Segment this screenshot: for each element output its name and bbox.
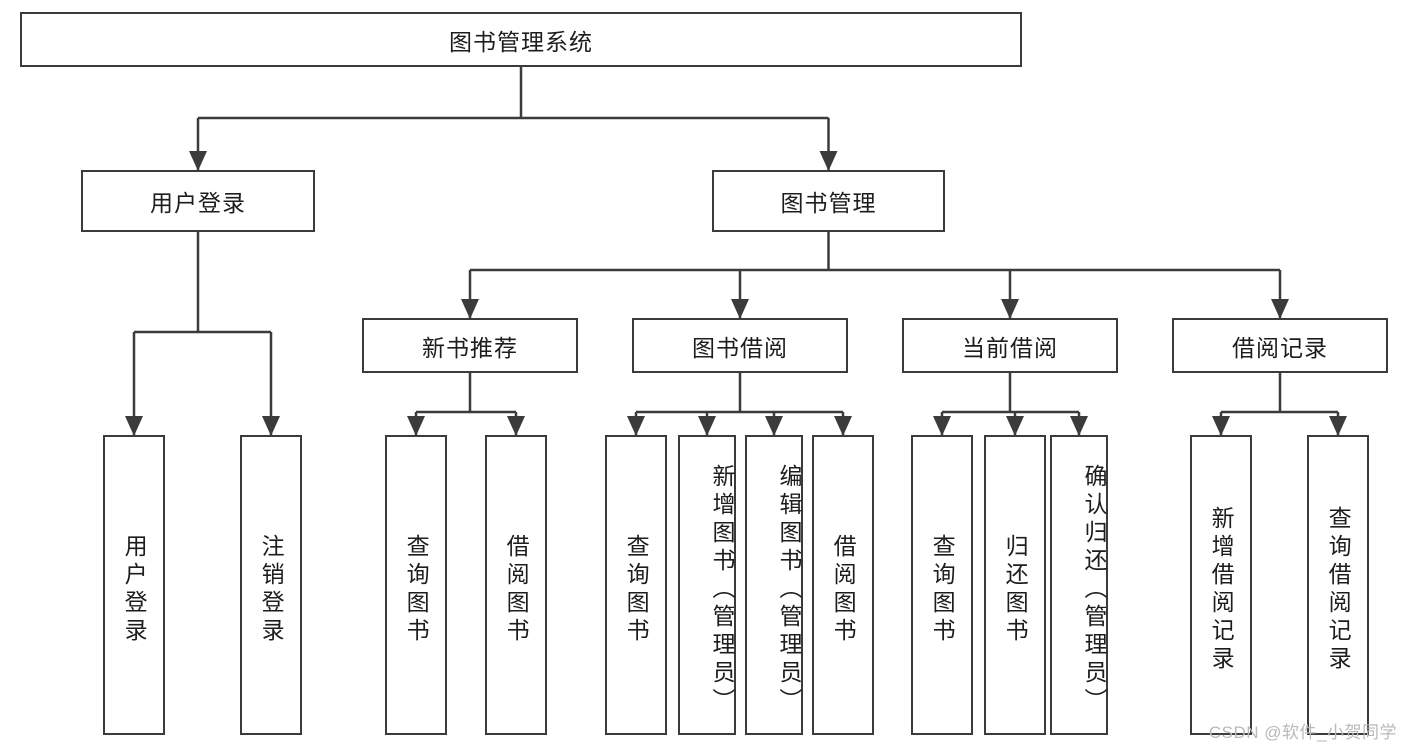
node-book-borrow[interactable]: 图书借阅 <box>632 318 848 373</box>
node-book-manage[interactable]: 图书管理 <box>712 170 945 232</box>
node-leaf-query-book-1[interactable]: 查询图书 <box>385 435 447 735</box>
node-borrow-record[interactable]: 借阅记录 <box>1172 318 1388 373</box>
node-leaf-query-book-3[interactable]: 查询图书 <box>911 435 973 735</box>
node-new-book-rec[interactable]: 新书推荐 <box>362 318 578 373</box>
node-leaf-logout[interactable]: 注销登录 <box>240 435 302 735</box>
node-leaf-add-book[interactable]: 新增图书（管理员） <box>678 435 736 735</box>
node-leaf-add-record[interactable]: 新增借阅记录 <box>1190 435 1252 735</box>
node-current-borrow[interactable]: 当前借阅 <box>902 318 1118 373</box>
node-leaf-confirm-return[interactable]: 确认归还（管理员） <box>1050 435 1108 735</box>
node-leaf-borrow-book-2[interactable]: 借阅图书 <box>812 435 874 735</box>
node-leaf-query-book-2[interactable]: 查询图书 <box>605 435 667 735</box>
node-leaf-edit-book[interactable]: 编辑图书（管理员） <box>745 435 803 735</box>
node-user-login[interactable]: 用户登录 <box>81 170 315 232</box>
node-leaf-return-book[interactable]: 归还图书 <box>984 435 1046 735</box>
node-leaf-user-login[interactable]: 用户登录 <box>103 435 165 735</box>
csdn-watermark: CSDN @软件_小贺同学 <box>1208 723 1397 742</box>
node-leaf-borrow-book-1[interactable]: 借阅图书 <box>485 435 547 735</box>
node-root[interactable]: 图书管理系统 <box>20 12 1022 67</box>
node-leaf-query-record[interactable]: 查询借阅记录 <box>1307 435 1369 735</box>
